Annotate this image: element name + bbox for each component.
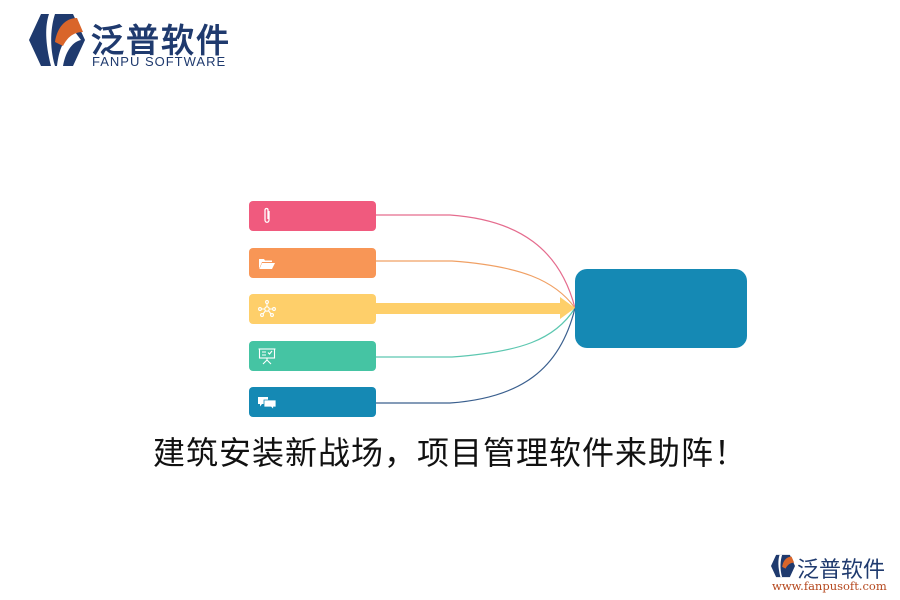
- main-arrow-shaft: [376, 303, 562, 314]
- source-node-attachment: [249, 201, 376, 231]
- fanpu-hexagon-logo-icon: [29, 14, 85, 66]
- source-node-chat: [249, 387, 376, 417]
- caption-title: 建筑安装新战场，项目管理软件来助阵！: [152, 434, 747, 472]
- presentation-board-icon: [258, 348, 276, 365]
- watermark-url: www.fanpusoft.com: [772, 579, 887, 593]
- brand-name-en: FANPU SOFTWARE: [92, 54, 227, 69]
- source-node-network: [249, 294, 376, 324]
- network-nodes-icon: [258, 300, 276, 317]
- paperclip-icon: [264, 207, 270, 223]
- watermark-logo: 泛普软件 www.fanpusoft.com: [770, 552, 895, 597]
- target-node: [575, 269, 747, 348]
- fanpu-hexagon-logo-icon: [771, 554, 795, 578]
- source-node-folder: [249, 248, 376, 278]
- source-node-presentation: [249, 341, 376, 371]
- chat-bubbles-icon: [258, 397, 277, 411]
- main-arrow-head: [560, 297, 575, 319]
- folder-open-icon: [259, 259, 275, 269]
- watermark-name-cn: 泛普软件: [797, 558, 886, 583]
- brand-name-cn: 泛普软件: [91, 21, 231, 60]
- brand-logo: 泛普软件 FANPU SOFTWARE: [27, 12, 242, 72]
